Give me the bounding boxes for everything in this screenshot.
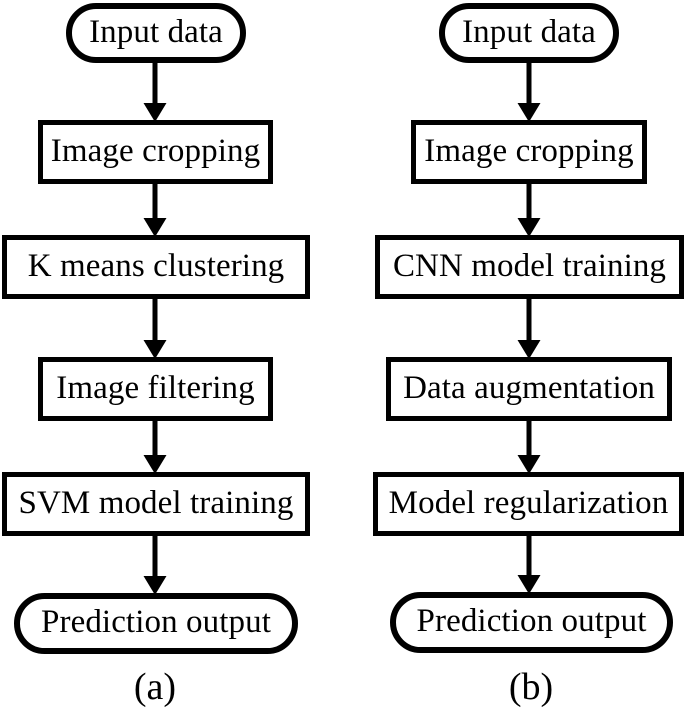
arrow-a1-a2 <box>142 62 168 122</box>
node-b-model-regularization[interactable]: Model regularization <box>373 472 684 536</box>
arrow-b2-b3 <box>516 183 542 237</box>
panel-a-caption: (a) <box>133 666 177 708</box>
arrow-a2-a3 <box>142 183 168 237</box>
node-a-prediction-output[interactable]: Prediction output <box>14 593 298 654</box>
arrow-b4-b5 <box>516 420 542 474</box>
node-label: Input data <box>89 13 223 50</box>
arrow-b5-b6 <box>516 535 542 594</box>
arrow-a3-a4 <box>142 298 168 359</box>
node-label: K means clustering <box>27 247 285 284</box>
node-label: Image cropping <box>424 132 634 169</box>
node-label: Image filtering <box>56 369 255 406</box>
node-b-prediction-output[interactable]: Prediction output <box>390 592 673 653</box>
node-label: SVM model training <box>18 484 294 521</box>
node-a-svm-model-training[interactable]: SVM model training <box>2 472 310 536</box>
arrow-a5-a6 <box>142 535 168 595</box>
node-a-input-data[interactable]: Input data <box>66 3 246 63</box>
node-label: Prediction output <box>41 604 271 640</box>
arrow-b1-b2 <box>516 62 542 122</box>
node-b-cnn-model-training[interactable]: CNN model training <box>375 235 684 299</box>
node-label: Data augmentation <box>403 369 655 406</box>
node-label: Model regularization <box>388 484 669 521</box>
node-a-k-means-clustering[interactable]: K means clustering <box>2 235 310 299</box>
arrow-b3-b4 <box>516 298 542 359</box>
node-label: CNN model training <box>392 247 667 284</box>
node-label: Prediction output <box>416 603 647 639</box>
node-b-data-augmentation[interactable]: Data augmentation <box>386 357 672 421</box>
arrow-a4-a5 <box>142 420 168 474</box>
node-a-image-filtering[interactable]: Image filtering <box>38 357 273 421</box>
node-label: Image cropping <box>50 132 261 169</box>
node-b-image-cropping[interactable]: Image cropping <box>411 120 647 184</box>
node-a-image-cropping[interactable]: Image cropping <box>38 120 273 184</box>
node-label: Input data <box>462 13 596 50</box>
node-b-input-data[interactable]: Input data <box>439 3 619 63</box>
panel-b-caption: (b) <box>508 666 554 708</box>
